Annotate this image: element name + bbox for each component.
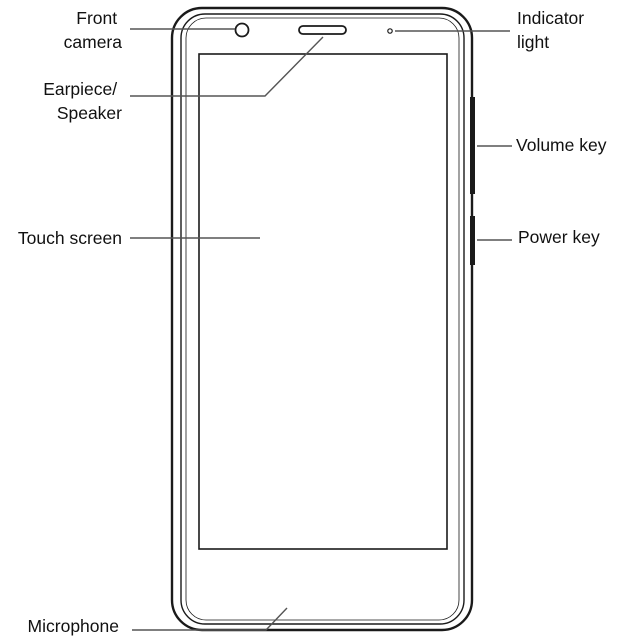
label-power-key: Power key xyxy=(518,227,600,247)
label-earpiece-speaker-line-2: Speaker xyxy=(57,103,122,123)
phone-outer-edge xyxy=(170,6,474,632)
microphone-hole xyxy=(283,629,293,631)
leader-earpiece-speaker xyxy=(130,36,324,97)
label-indicator-light-line-2: light xyxy=(517,32,549,52)
phone-body xyxy=(170,6,474,632)
label-indicator-light-line-1: Indicator xyxy=(517,8,584,28)
label-earpiece-speaker-line-1: Earpiece/ xyxy=(43,79,117,99)
touch-screen-area xyxy=(198,53,448,550)
label-front-camera: Front camera xyxy=(64,8,123,52)
phone-inner-edge xyxy=(180,13,465,625)
indicator-light-dot xyxy=(387,28,393,34)
label-earpiece-speaker: Earpiece/ Speaker xyxy=(43,79,122,123)
label-indicator-light: Indicator light xyxy=(517,8,589,52)
front-camera-icon xyxy=(234,22,250,38)
power-key-button xyxy=(470,216,475,265)
label-microphone: Microphone xyxy=(28,616,119,636)
leader-microphone xyxy=(132,607,288,631)
label-front-camera-line-1: Front xyxy=(76,8,117,28)
phone-bezel-line xyxy=(185,17,460,621)
label-touch-screen: Touch screen xyxy=(18,228,122,248)
volume-key-button xyxy=(470,97,475,194)
leader-lines xyxy=(130,28,512,631)
label-volume-key: Volume key xyxy=(516,135,607,155)
label-front-camera-line-2: camera xyxy=(64,32,123,52)
earpiece-speaker-slot xyxy=(298,25,347,35)
